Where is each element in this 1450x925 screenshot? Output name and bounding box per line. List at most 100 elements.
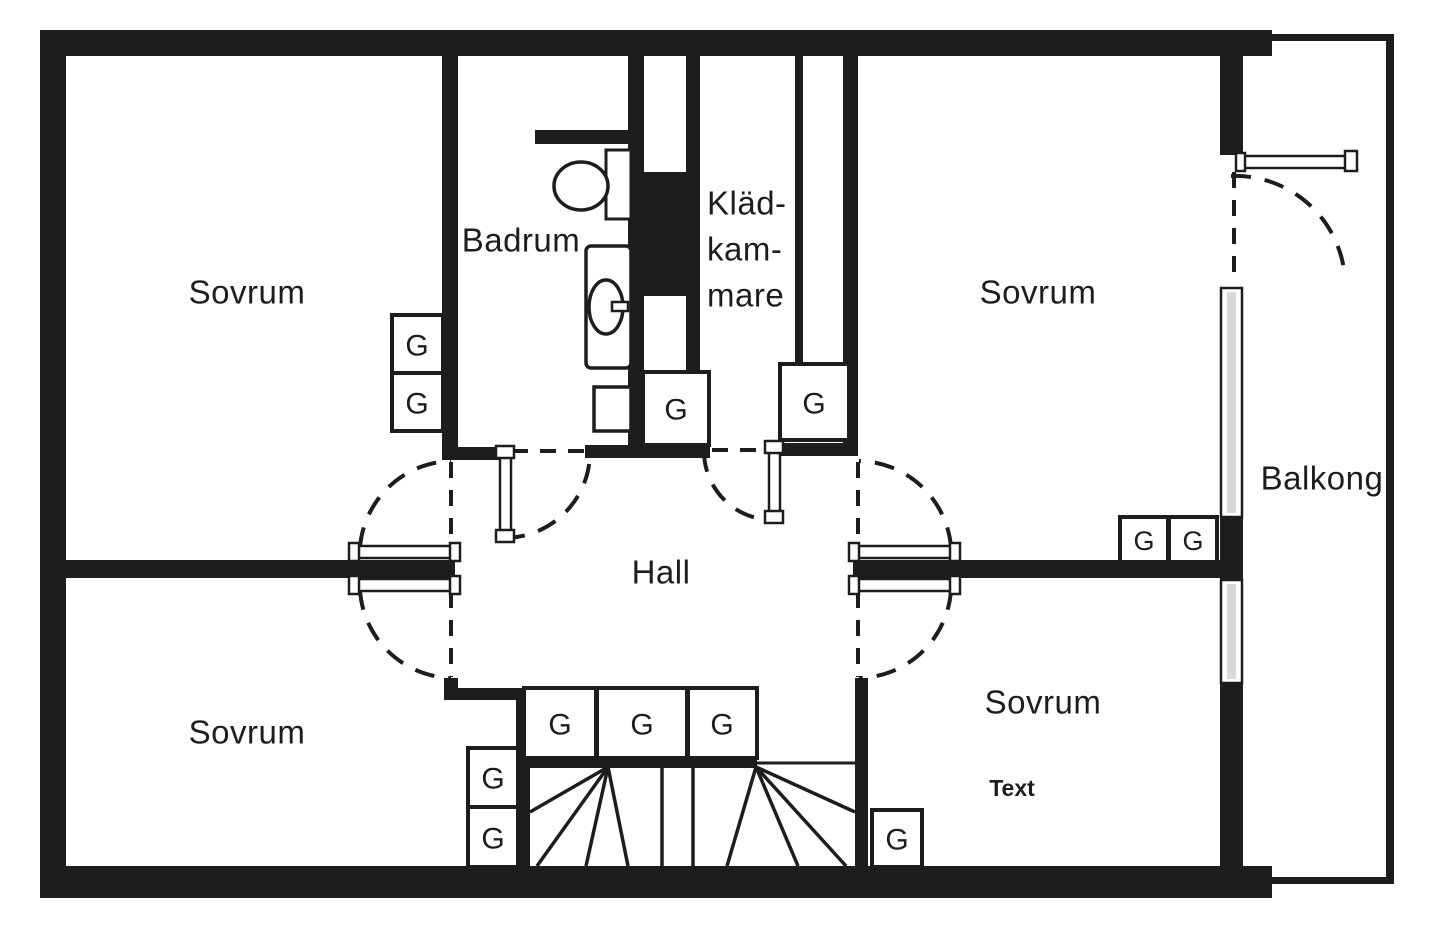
door-leaf-cap — [847, 541, 861, 563]
wardrobe-box — [390, 371, 445, 433]
wardrobe-box — [1167, 515, 1219, 564]
bathroom-fixtures — [535, 130, 633, 433]
window-glass-upper — [1227, 292, 1236, 513]
stair-winder-tread — [754, 766, 800, 867]
wardrobe-label: G — [802, 388, 825, 421]
door-leaf-cap — [494, 444, 516, 460]
washer-unit — [592, 385, 633, 433]
wardrobe-box — [595, 686, 689, 760]
shower-rail — [535, 130, 628, 144]
sink-tap — [610, 300, 630, 313]
stair-winder-tread — [584, 766, 610, 867]
staircase — [516, 761, 856, 868]
door-leaf-cap — [448, 541, 462, 563]
wall-shaft-block — [628, 172, 700, 296]
wardrobe-label: G — [710, 709, 733, 742]
room-label-sovrum-top-right: Sovrum — [980, 274, 1097, 311]
wardrobe-box — [641, 370, 711, 447]
door-leaf-cap — [763, 509, 785, 525]
room-label-kladkammare-line2: kam- — [707, 231, 782, 268]
wardrobe-box — [686, 686, 759, 760]
wardrobe-label: G — [548, 709, 571, 742]
wardrobe-box — [870, 808, 924, 869]
wall-balcony-top — [1272, 34, 1394, 41]
wall-hall-top-left — [442, 447, 504, 460]
wall-kladkammare-inner — [795, 56, 803, 362]
stair-winder-tread — [754, 765, 848, 868]
wall-mid-right — [853, 560, 1220, 578]
wall-kladkammare-right — [843, 56, 858, 455]
room-label-kladkammare-line1: Kläd- — [707, 185, 787, 222]
door-swing-right-upper — [858, 459, 953, 548]
wall-mid-left — [66, 560, 455, 578]
wardrobe-box — [390, 313, 445, 375]
door-swing-balcony — [1230, 173, 1347, 280]
door-leaf-cap — [448, 574, 462, 596]
wardrobe-label: G — [1133, 526, 1154, 556]
wall-badrum-left — [442, 56, 458, 460]
wardrobe-label: G — [1182, 526, 1203, 556]
wardrobes: G G G G G G G G G G G G — [390, 313, 1219, 869]
door-leaf-badrum — [498, 448, 513, 538]
door-leaves — [347, 149, 1359, 596]
wardrobe-box — [466, 746, 520, 809]
wardrobe-label: G — [481, 763, 504, 796]
door-leaf-cap — [948, 574, 962, 596]
toilet-bowl — [552, 160, 610, 212]
door-swing-left-upper — [358, 459, 452, 548]
door-leaf-balcony — [1238, 154, 1352, 170]
room-label-sovrum-bottom-left: Sovrum — [189, 714, 306, 751]
stair-winder-tread — [529, 765, 609, 814]
wardrobe-box — [466, 805, 520, 869]
wall-hall-bottom-bar — [444, 688, 522, 700]
door-leaf-left-upper — [350, 544, 460, 560]
wall-exterior-left — [40, 30, 66, 898]
room-label-balkong: Balkong — [1261, 460, 1384, 497]
door-swing-left-lower — [358, 589, 452, 680]
wardrobe-box — [778, 362, 851, 442]
door-swing-right-lower — [858, 589, 953, 680]
wardrobe-label: G — [405, 330, 428, 363]
stair-winder-tread — [606, 766, 630, 867]
door-openings — [358, 172, 1347, 680]
wall-balcony-partition-top — [1220, 56, 1243, 155]
door-leaf-right-upper — [850, 544, 960, 560]
door-leaf-cap — [847, 574, 861, 596]
door-leaf-cap — [347, 541, 361, 563]
window-glass-lower — [1227, 584, 1236, 679]
wall-balcony-bottom — [1272, 877, 1394, 884]
room-labels: Sovrum Badrum Kläd- kam- mare Sovrum Bal… — [189, 185, 1384, 802]
door-leaf-right-lower — [850, 577, 960, 593]
wardrobe-label: G — [481, 823, 504, 856]
room-label-hall: Hall — [632, 554, 691, 591]
wall-balcony-partition-bottom — [1220, 683, 1243, 866]
stair-winder-tread — [755, 765, 856, 814]
door-leaf-cap — [1343, 149, 1359, 173]
door-swing-kladkammare — [702, 451, 773, 522]
toilet-tank — [604, 148, 633, 221]
door-leaf-cap — [347, 574, 361, 596]
door-swing-badrum — [504, 451, 592, 540]
wardrobe-label: G — [630, 709, 653, 742]
room-label-badrum: Badrum — [462, 222, 581, 259]
wardrobe-label: G — [885, 824, 908, 857]
wardrobe-box — [1118, 515, 1170, 564]
wall-hall-top-mid — [585, 445, 710, 458]
room-label-sovrum-top-left: Sovrum — [189, 274, 306, 311]
door-leaf-cap — [1234, 151, 1247, 173]
room-label-kladkammare-line3: mare — [707, 277, 784, 314]
wall-balcony-right — [1386, 34, 1394, 884]
wardrobe-label: G — [405, 388, 428, 421]
annotation-text: Text — [989, 775, 1035, 801]
windows — [1219, 286, 1244, 685]
wall-exterior-top — [40, 30, 1272, 56]
wall-stair-right — [855, 678, 868, 866]
wall-exterior-bottom — [40, 866, 1272, 898]
room-label-sovrum-bottom-right: Sovrum — [985, 684, 1102, 721]
door-leaf-cap — [948, 541, 962, 563]
stair-winder-tread — [725, 766, 758, 867]
stair-winder-tread — [535, 765, 610, 868]
